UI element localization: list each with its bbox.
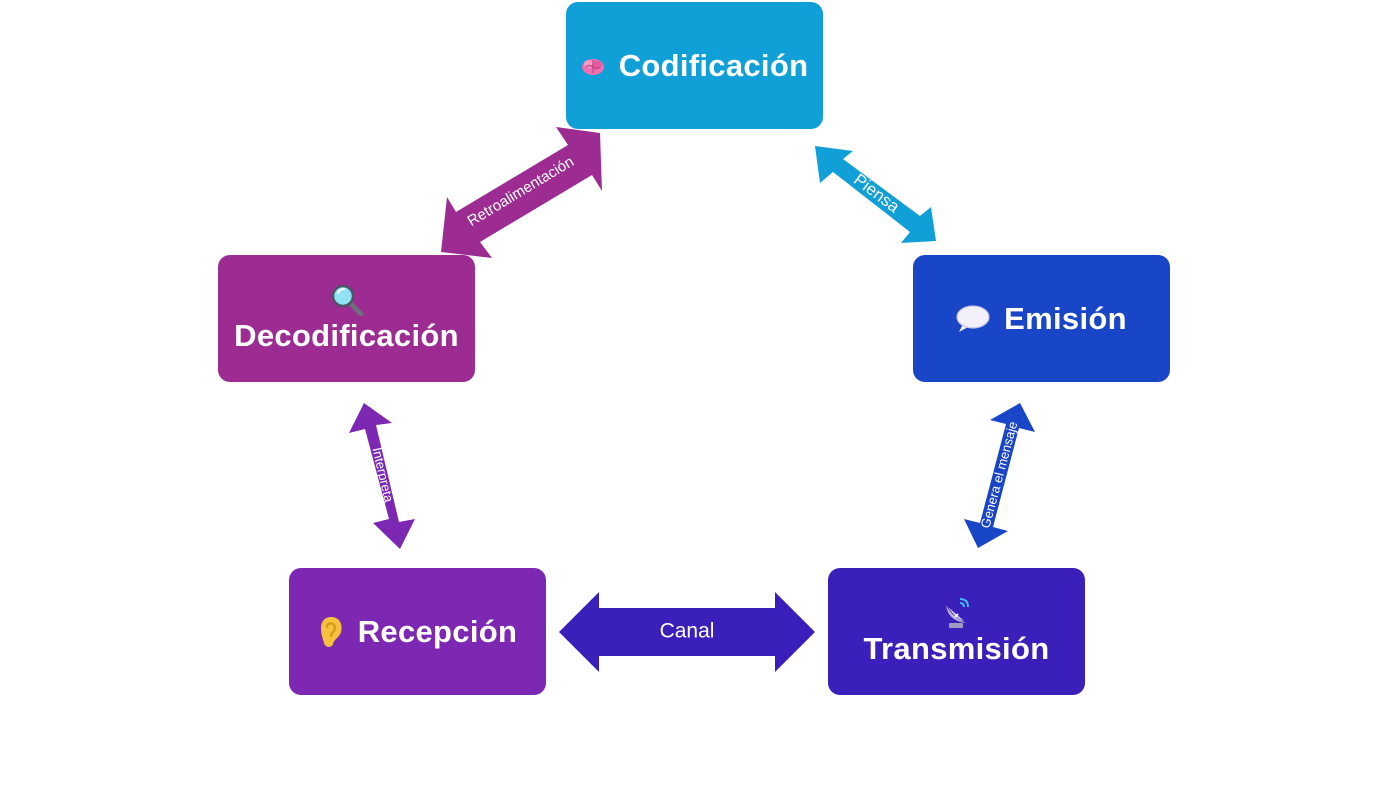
ear-icon: [318, 615, 344, 649]
node-emision-label: Emisión: [1004, 300, 1127, 336]
node-emision: Emisión: [913, 255, 1170, 382]
node-codificacion: Codificación: [566, 2, 823, 129]
magnifying-glass-icon: [330, 284, 364, 316]
brain-icon: [581, 56, 605, 76]
satellite-dish-icon: [942, 597, 972, 629]
node-codificacion-label: Codificación: [618, 47, 809, 83]
node-decodificacion-label: Decodificación: [234, 317, 459, 353]
arrow-genera: Genera el mensaje: [964, 403, 1035, 548]
node-transmision-label: Transmisión: [863, 630, 1050, 666]
arrow-canal: Canal: [559, 592, 815, 672]
arrow-retroalimentacion: Retroalimentación: [441, 127, 602, 258]
node-transmision: Transmisión: [828, 568, 1085, 695]
arrow-piensa: Piensa: [815, 146, 936, 243]
arrow-canal-label: Canal: [660, 620, 715, 643]
node-recepcion: Recepción: [289, 568, 546, 695]
arrow-canal-shape: [559, 592, 815, 672]
arrow-interpreta-label: Interpreta: [369, 446, 396, 504]
arrow-interpreta-shape: [349, 403, 415, 549]
arrow-genera-shape: [964, 403, 1035, 548]
arrow-piensa-label: Piensa: [850, 170, 903, 217]
arrow-genera-label: Genera el mensaje: [978, 420, 1021, 530]
node-decodificacion: Decodificación: [218, 255, 475, 382]
arrow-interpreta: Interpreta: [349, 403, 415, 549]
node-recepcion-label: Recepción: [357, 613, 518, 649]
arrow-retroalimentacion-shape: [441, 127, 602, 258]
arrow-piensa-shape: [815, 146, 936, 243]
speech-bubble-icon: [956, 304, 990, 333]
